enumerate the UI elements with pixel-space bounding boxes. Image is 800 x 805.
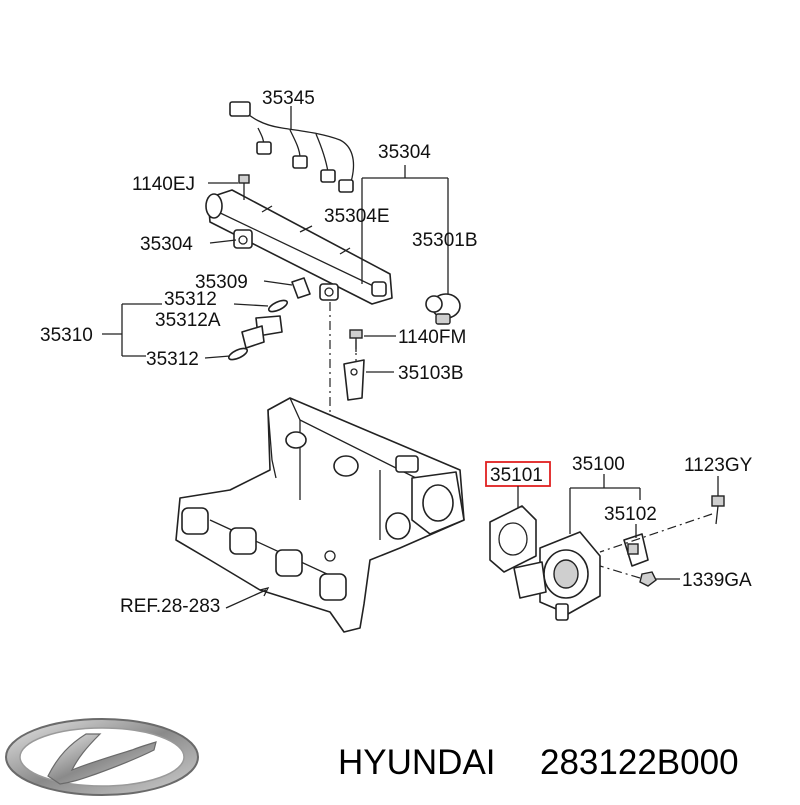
- hyundai-logo-icon: [5, 718, 199, 796]
- label-35103B: 35103B: [398, 363, 464, 384]
- footer-part-number: 283122B000: [540, 743, 739, 782]
- label-35312-b: 35312: [146, 349, 199, 370]
- footer-brand: HYUNDAI: [338, 743, 496, 782]
- tps-sensor: [623, 533, 649, 567]
- label-1123GY: 1123GY: [684, 455, 753, 476]
- label-35101: 35101: [490, 465, 543, 486]
- label-35310: 35310: [40, 325, 93, 346]
- label-35312A: 35312A: [155, 310, 221, 331]
- fuel-rail: [205, 189, 393, 305]
- label-35301B: 35301B: [412, 230, 478, 251]
- label-1140FM: 1140FM: [398, 327, 466, 348]
- wiring-harness: [229, 101, 355, 193]
- injector: [227, 299, 289, 361]
- label-ref: REF.28-283: [120, 596, 220, 617]
- intake-manifold: [175, 397, 465, 633]
- nut-1339GA: [639, 571, 657, 587]
- clip-35309: [291, 277, 311, 299]
- label-1339GA: 1339GA: [682, 570, 752, 591]
- connector-icon: [292, 155, 308, 169]
- bolt-1140EJ: [238, 174, 250, 200]
- bolt-1140FM: [349, 329, 363, 352]
- bracket-35103B: [343, 359, 365, 401]
- label-35345: 35345: [262, 88, 315, 109]
- label-35312-a: 35312: [164, 289, 217, 310]
- gasket: [489, 505, 537, 573]
- label-35304-top: 35304: [378, 142, 431, 163]
- connector-icon: [256, 141, 272, 155]
- label-35100: 35100: [572, 454, 625, 475]
- throttle-body: [513, 531, 601, 621]
- pressure-regulator: [425, 293, 461, 325]
- connector-icon: [338, 179, 354, 193]
- label-1140EJ: 1140EJ: [132, 174, 195, 195]
- label-35304E: 35304E: [324, 206, 390, 227]
- bolt-1123GY: [711, 495, 725, 525]
- connector-icon: [229, 101, 251, 117]
- label-35304-left: 35304: [140, 234, 193, 255]
- label-35102: 35102: [604, 504, 657, 525]
- connector-icon: [320, 169, 336, 183]
- label-35309: 35309: [195, 272, 248, 293]
